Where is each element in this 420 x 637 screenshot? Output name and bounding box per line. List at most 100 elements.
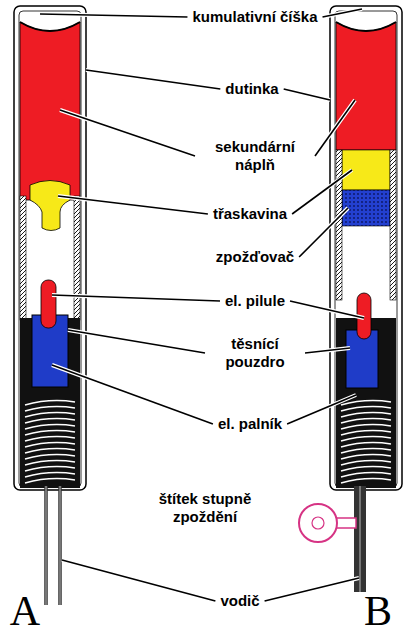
leader-line (52, 295, 220, 301)
coil-winding (25, 473, 75, 477)
leader-outline (305, 348, 350, 353)
coil-winding (341, 473, 391, 477)
primary-explosive (30, 181, 70, 231)
coil-winding (25, 449, 75, 453)
leader-line (315, 100, 355, 156)
leader-line (284, 89, 330, 100)
tube-wall (19, 11, 81, 487)
leader-line (62, 560, 215, 601)
part-label: třaskavina (213, 205, 287, 223)
part-label: štítek stupně zpoždění (140, 490, 270, 526)
wire (58, 486, 62, 605)
leader-outline (86, 70, 220, 89)
secondary-charge (336, 22, 396, 150)
coil-winding (25, 419, 75, 423)
cumulative-cup (20, 22, 80, 31)
coil-winding (341, 413, 391, 417)
coil-winding (25, 443, 75, 447)
leader-line (323, 9, 362, 17)
leader-line (60, 110, 195, 156)
leader-line (52, 365, 213, 424)
part-label: sekundární náplň (200, 138, 310, 174)
inner-sleeve (74, 196, 80, 320)
coil-winding (341, 401, 391, 405)
leader-outline (284, 89, 330, 100)
coil-winding (25, 401, 75, 405)
coil-winding (341, 407, 391, 411)
plug-thread (340, 398, 392, 484)
leader-outline (58, 196, 208, 214)
leader-outline (299, 208, 348, 257)
wire (44, 486, 48, 605)
wire (354, 486, 366, 592)
secondary-charge (20, 22, 80, 200)
coil-winding (341, 425, 391, 429)
leader-outline (62, 560, 215, 601)
coil-winding (25, 407, 75, 411)
leader-line (290, 301, 364, 318)
leader-outline (265, 578, 359, 601)
inner-sleeve (390, 150, 396, 300)
part-label: dutinka (225, 80, 278, 98)
leader-outline (290, 301, 364, 318)
tag-stub (336, 518, 356, 528)
wire-core (360, 486, 361, 592)
tube (14, 6, 86, 490)
leader-outline (52, 295, 220, 301)
coil-winding (341, 443, 391, 447)
detonator-b (330, 6, 402, 592)
coil-winding (341, 455, 391, 459)
part-label: těsnící pouzdro (210, 335, 300, 371)
leader-outline (292, 170, 352, 214)
leader-line (299, 208, 348, 257)
leader-outline (323, 9, 362, 17)
leader-line (86, 70, 220, 89)
leader-outline (40, 14, 187, 17)
delay-tag (299, 504, 356, 542)
coil-winding (25, 461, 75, 465)
coil-winding (341, 419, 391, 423)
coil-winding (341, 479, 391, 483)
delay-element (342, 190, 390, 226)
coil-winding (25, 431, 75, 435)
coil-winding (25, 479, 75, 483)
part-label: kumulativní číška (192, 8, 317, 26)
coil-winding (25, 413, 75, 417)
coil-winding (341, 431, 391, 435)
inner-sleeve (20, 196, 26, 320)
inner-sleeve (336, 150, 342, 300)
wire-core (46, 486, 47, 605)
coil-winding (341, 461, 391, 465)
part-label: el. pilule (225, 292, 285, 310)
leader-line (287, 395, 356, 424)
coil-winding (341, 437, 391, 441)
detonator-letter: A (10, 590, 40, 632)
leader-line (305, 348, 350, 353)
tube-wall (335, 11, 397, 487)
coil-winding (341, 449, 391, 453)
coil-winding (25, 425, 75, 429)
leader-line (40, 14, 187, 17)
cumulative-cup (336, 22, 396, 31)
electric-pill (41, 280, 56, 328)
part-label: zpožďovač (216, 248, 294, 266)
coil-winding (341, 467, 391, 471)
leader-outline (60, 110, 195, 156)
tag-disc (299, 504, 337, 542)
part-label: el. palník (218, 415, 282, 433)
leader-line (292, 170, 352, 214)
leader-outline (68, 330, 205, 353)
detonator-a (14, 6, 86, 605)
leader-outline (315, 100, 355, 156)
detonator-letter: B (364, 590, 392, 632)
tag-hole (312, 517, 324, 529)
coil-winding (25, 467, 75, 471)
coil-winding (25, 455, 75, 459)
leader-line (58, 196, 208, 214)
part-label: vodič (220, 592, 259, 610)
leader-outline (52, 365, 213, 424)
